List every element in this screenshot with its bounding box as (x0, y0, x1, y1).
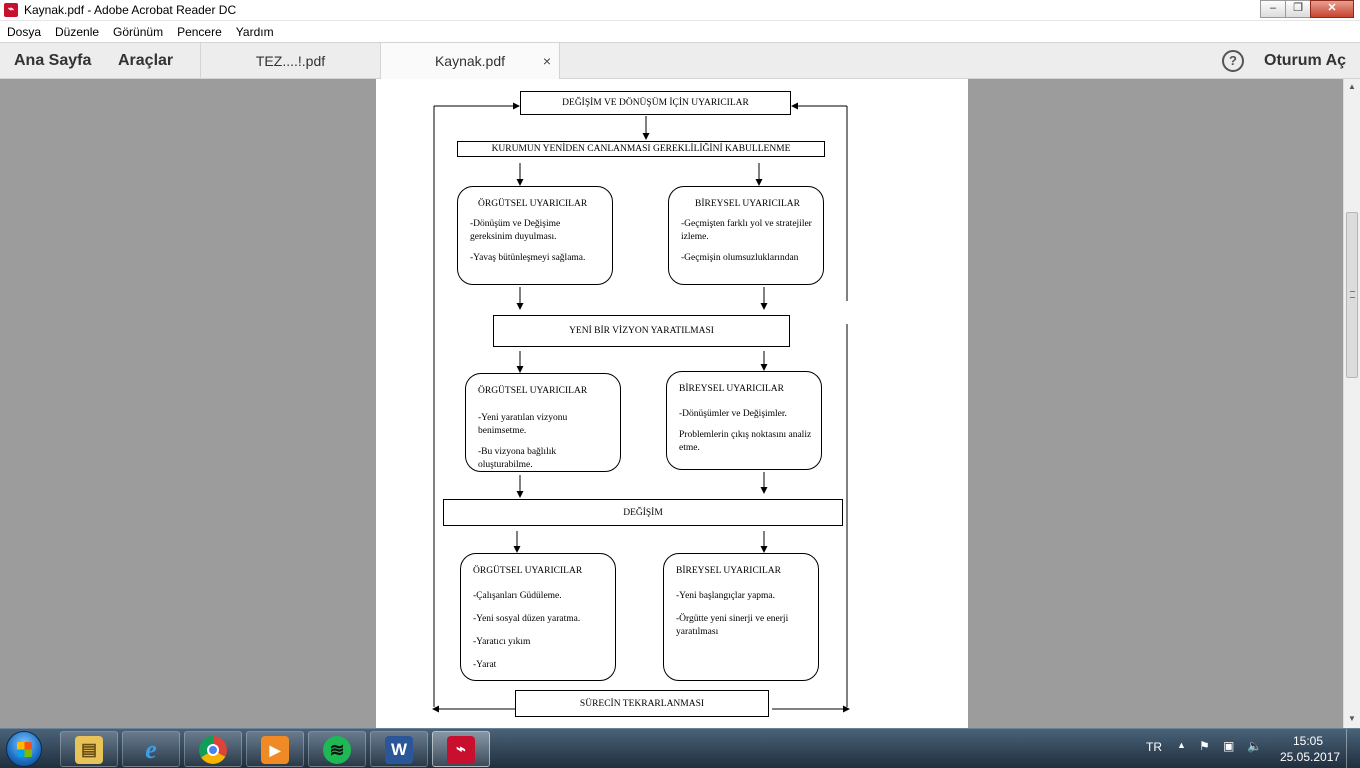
menu-yardim[interactable]: Yardım (235, 25, 274, 39)
scroll-down-icon[interactable]: ▼ (1348, 714, 1356, 723)
box-ind3: BİREYSEL UYARICILAR -Yeni başlangıçlar y… (663, 553, 819, 681)
windows-logo-icon (17, 742, 32, 757)
action-center-flag-icon[interactable]: ⚑ (1199, 739, 1210, 753)
box-ind1-line: -Geçmişin olumsuzluklarından (681, 253, 799, 263)
home-link[interactable]: Ana Sayfa (14, 52, 92, 69)
box-org3-line: -Yaratıcı yıkım (473, 637, 531, 647)
show-desktop-button[interactable] (1346, 729, 1360, 768)
spotify-icon: ≋ (323, 736, 351, 764)
box-ind2-title: BİREYSEL UYARICILAR (679, 384, 784, 394)
show-hidden-icons-icon[interactable]: ▲ (1177, 740, 1186, 750)
volume-icon[interactable]: 🔈 (1247, 739, 1262, 753)
box-vision: YENİ BİR VİZYON YARATILMASI (493, 315, 790, 347)
word-icon: W (385, 736, 413, 764)
box-org3-line: -Yarat (473, 660, 497, 670)
box-top-label: DEĞİŞİM VE DÖNÜŞÜM İÇİN UYARICILAR (562, 98, 749, 108)
box-org2-title: ÖRGÜTSEL UYARICILAR (478, 386, 588, 396)
box-ind3-line: -Yeni başlangıçlar yapma. (676, 591, 776, 601)
help-icon[interactable]: ? (1222, 50, 1244, 72)
box-ind3-line: -Örgütte yeni sinerji ve enerji yaratılm… (676, 614, 789, 637)
acrobat-app-icon: ⌁ (4, 3, 18, 17)
box-org2: ÖRGÜTSEL UYARICILAR -Yeni yaratılan vizy… (465, 373, 621, 472)
box-org3-title: ÖRGÜTSEL UYARICILAR (473, 566, 583, 576)
document-area[interactable]: DEĞİŞİM VE DÖNÜŞÜM İÇİN UYARICILAR KURUM… (0, 79, 1343, 728)
taskbar-acrobat[interactable]: ⌁ (432, 731, 490, 767)
box-ind2-line: -Dönüşümler ve Değişimler. (679, 409, 787, 419)
taskbar-explorer[interactable]: ▤ (60, 731, 118, 767)
ie-icon: e (145, 735, 157, 764)
box-org2-line: -Bu vizyona bağlılık oluşturabilme. (478, 447, 557, 470)
start-button[interactable] (6, 731, 42, 767)
scroll-up-icon[interactable]: ▲ (1348, 82, 1356, 91)
tab-bar: Ana Sayfa Araçlar TEZ....!.pdf Kaynak.pd… (0, 42, 1360, 79)
scroll-grip-icon (1350, 291, 1355, 298)
box-top: DEĞİŞİM VE DÖNÜŞÜM İÇİN UYARICILAR (520, 91, 791, 115)
taskbar-chrome[interactable] (184, 731, 242, 767)
box-accept-label: KURUMUN YENİDEN CANLANMASI GEREKLİLİĞİNİ… (491, 144, 791, 154)
box-accept: KURUMUN YENİDEN CANLANMASI GEREKLİLİĞİNİ… (457, 141, 825, 157)
chrome-icon (199, 736, 227, 764)
tab-close-icon[interactable]: × (542, 53, 551, 69)
tab-tez[interactable]: TEZ....!.pdf (200, 43, 380, 79)
box-org1-line: -Dönüşüm ve Değişime gereksinim duyulmas… (470, 219, 561, 242)
menu-pencere[interactable]: Pencere (177, 25, 222, 39)
vertical-scrollbar[interactable]: ▲ ▼ (1343, 79, 1360, 728)
window-title: Kaynak.pdf - Adobe Acrobat Reader DC (24, 3, 237, 17)
box-org2-line: -Yeni yaratılan vizyonu benimsetme. (478, 413, 568, 436)
box-org3-line: -Çalışanları Güdüleme. (473, 591, 562, 601)
box-org1-line: -Yavaş bütünleşmeyi sağlama. (470, 253, 586, 263)
box-ind3-title: BİREYSEL UYARICILAR (676, 566, 781, 576)
acrobat-icon: ⌁ (447, 736, 475, 764)
scroll-thumb[interactable] (1346, 212, 1358, 378)
box-change: DEĞİŞİM (443, 499, 843, 526)
menu-gorunum[interactable]: Görünüm (113, 25, 164, 39)
box-ind1-title: BİREYSEL UYARICILAR (695, 199, 800, 209)
taskbar-word[interactable]: W (370, 731, 428, 767)
box-org1: ÖRGÜTSEL UYARICILAR -Dönüşüm ve Değişime… (457, 186, 613, 285)
clock-date[interactable]: 25.05.2017 (1280, 750, 1341, 764)
box-vision-label: YENİ BİR VİZYON YARATILMASI (569, 326, 714, 336)
box-ind2: BİREYSEL UYARICILAR -Dönüşümler ve Değiş… (666, 371, 822, 470)
box-repeat-label: SÜRECİN TEKRARLANMASI (579, 698, 705, 709)
tab-label: Kaynak.pdf (434, 53, 506, 69)
taskbar-media[interactable]: ▶ (246, 731, 304, 767)
box-repeat: SÜRECİN TEKRARLANMASI (515, 690, 769, 717)
menu-bar: Dosya Düzenle Görünüm Pencere Yardım (0, 21, 1360, 42)
box-ind1: BİREYSEL UYARICILAR -Geçmişten farklı yo… (668, 186, 824, 285)
pdf-page: DEĞİŞİM VE DÖNÜŞÜM İÇİN UYARICILAR KURUM… (376, 79, 968, 728)
taskbar: ▤ e ▶ ≋ W ⌁ TR ▲ ⚑ ▣ 🔈 15:05 25.05.2017 (0, 728, 1360, 768)
clock-time[interactable]: 15:05 (1293, 734, 1324, 748)
box-org1-title: ÖRGÜTSEL UYARICILAR (478, 199, 588, 209)
menu-dosya[interactable]: Dosya (7, 25, 42, 39)
language-indicator[interactable]: TR (1146, 740, 1162, 754)
explorer-icon: ▤ (75, 736, 103, 764)
box-change-label: DEĞİŞİM (623, 507, 663, 518)
network-icon[interactable]: ▣ (1223, 739, 1235, 753)
window-controls: ‒ ❐ ✕ (1260, 0, 1354, 19)
diagram-connectors (432, 102, 850, 713)
box-ind2-line: Problemlerin çıkış noktasını analiz etme… (679, 430, 812, 453)
tab-kaynak[interactable]: Kaynak.pdf × (380, 43, 560, 79)
box-org3-line: -Yeni sosyal düzen yaratma. (473, 614, 581, 624)
taskbar-ie[interactable]: e (122, 731, 180, 767)
box-org3: ÖRGÜTSEL UYARICILAR -Çalışanları Güdülem… (460, 553, 616, 681)
tools-link[interactable]: Araçlar (118, 52, 174, 69)
tab-label: TEZ....!.pdf (255, 53, 326, 69)
menu-duzenle[interactable]: Düzenle (55, 25, 100, 39)
login-link[interactable]: Oturum Aç (1264, 52, 1347, 69)
minimize-button[interactable]: ‒ (1260, 0, 1286, 18)
close-button[interactable]: ✕ (1310, 0, 1354, 18)
title-bar: ⌁ Kaynak.pdf - Adobe Acrobat Reader DC ‒… (0, 0, 1360, 21)
maximize-button[interactable]: ❐ (1285, 0, 1311, 18)
taskbar-spotify[interactable]: ≋ (308, 731, 366, 767)
box-ind1-line: -Geçmişten farklı yol ve stratejiler izl… (681, 219, 812, 242)
media-player-icon: ▶ (261, 736, 289, 764)
